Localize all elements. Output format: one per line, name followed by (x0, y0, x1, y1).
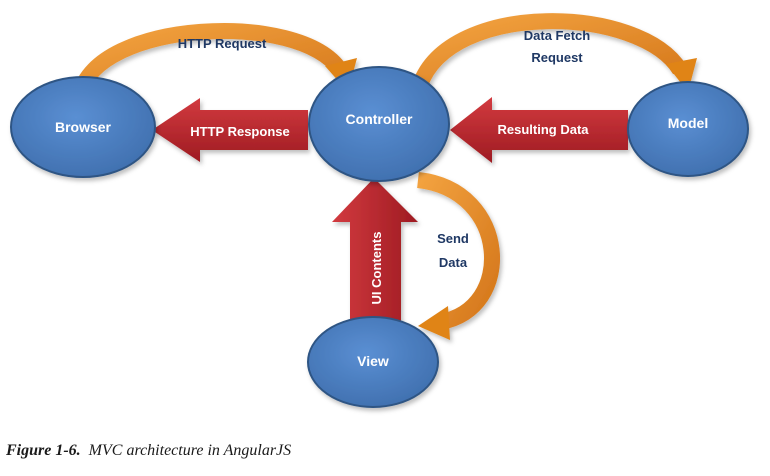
model-node: Model (627, 81, 749, 177)
send-data-curved-arrow (416, 172, 500, 340)
model-label: Model (668, 115, 708, 131)
resulting-data-arrow: Resulting Data (450, 97, 628, 163)
figure-title: MVC architecture in AngularJS (88, 442, 292, 459)
send-data-label-line1: Send (437, 231, 469, 246)
resulting-data-label: Resulting Data (497, 122, 589, 137)
send-data-label-line2: Data (439, 255, 468, 270)
figure-caption: Figure 1-6. MVC architecture in AngularJ… (6, 442, 291, 460)
ui-contents-label: UI Contents (369, 232, 384, 305)
figure-number: Figure 1-6. (6, 442, 81, 459)
view-node: View (307, 316, 439, 408)
view-label: View (357, 353, 389, 369)
controller-label: Controller (346, 111, 413, 127)
mvc-diagram: HTTP Response Resulting Data UI Contents… (10, 13, 749, 408)
http-response-label: HTTP Response (190, 124, 289, 139)
data-fetch-label-line1: Data Fetch (524, 28, 591, 43)
controller-node: Controller (308, 66, 450, 182)
browser-node: Browser (10, 76, 156, 178)
http-response-arrow: HTTP Response (152, 98, 308, 162)
browser-label: Browser (55, 119, 112, 135)
data-fetch-label-line2: Request (531, 50, 583, 65)
ui-contents-arrow: UI Contents (332, 178, 418, 328)
http-request-label: HTTP Request (178, 36, 267, 51)
